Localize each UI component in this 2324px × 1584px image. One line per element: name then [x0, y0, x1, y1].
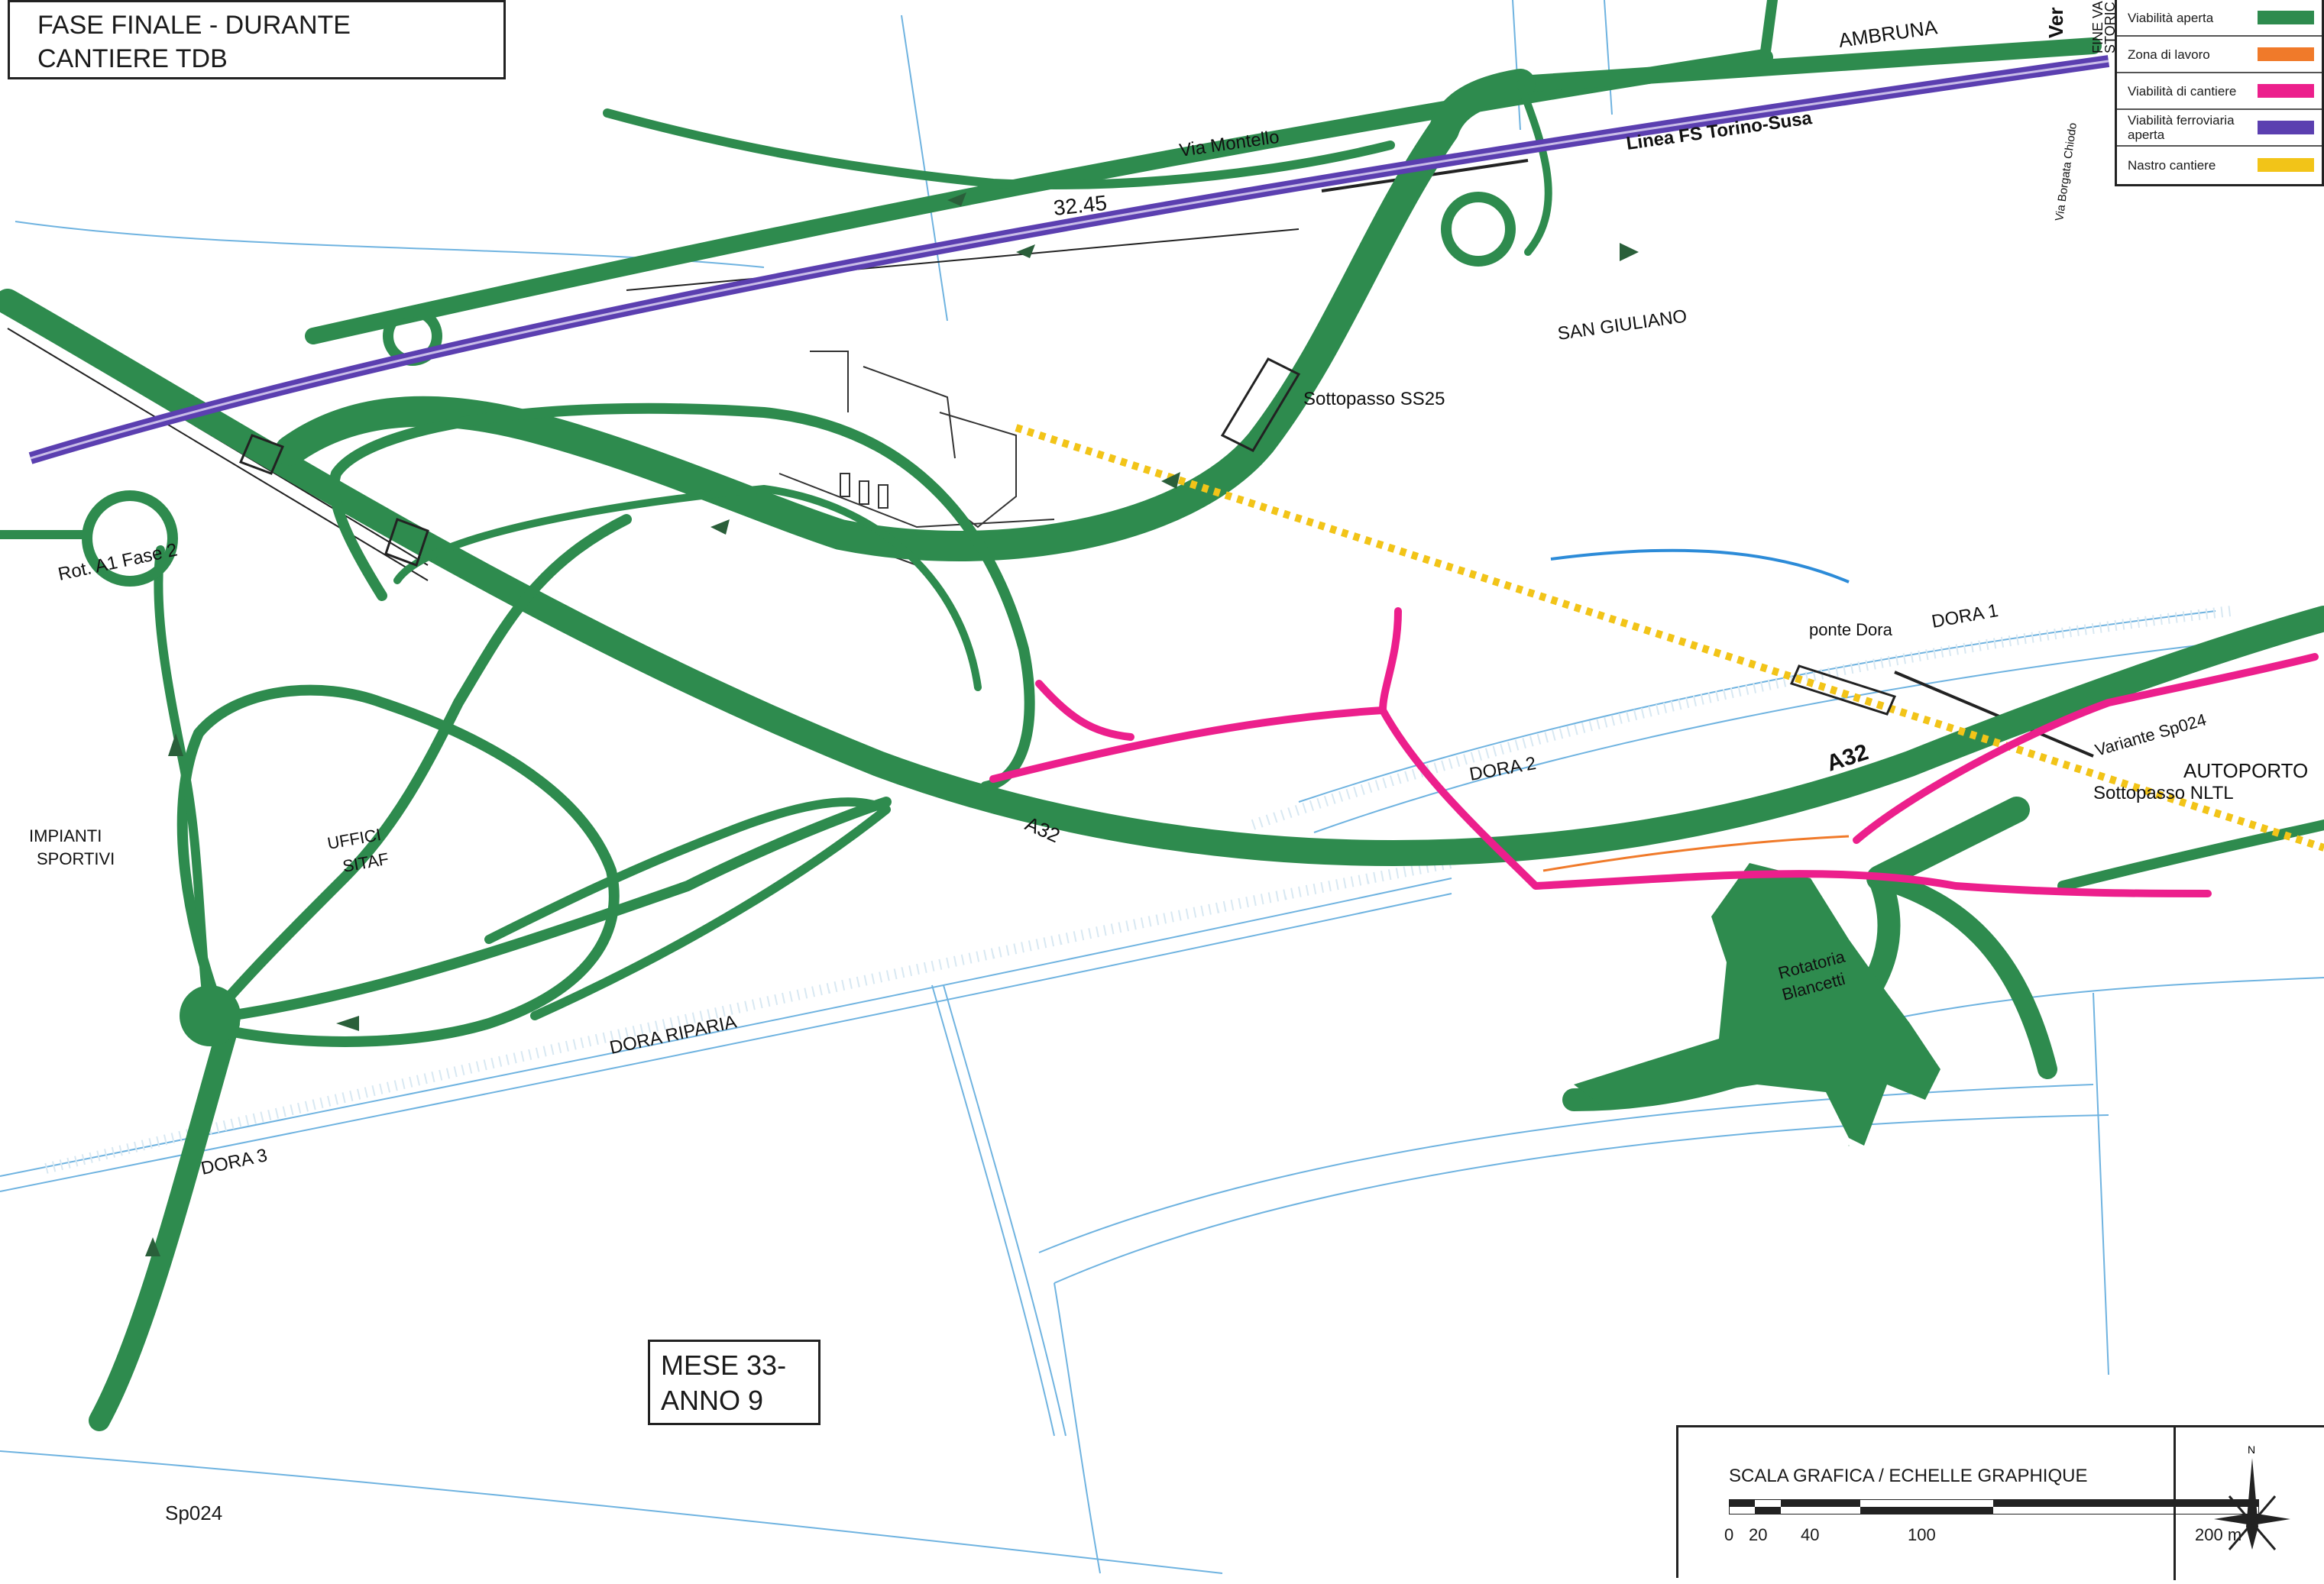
scale-title: SCALA GRAFICA / ECHELLE GRAPHIQUE: [1729, 1466, 2088, 1486]
label-sitaf: SITAF: [341, 849, 390, 876]
rotatoria-blancetti-shape: [180, 863, 1940, 1146]
sheet-code: Sp024: [165, 1502, 223, 1524]
label-ponte-dora: ponte Dora: [1809, 620, 1893, 639]
label-storic: STORIC: [2102, 2, 2118, 53]
scale-tick-0: 0: [1724, 1525, 1734, 1544]
sottopasso-ss25-box: [1220, 357, 1301, 452]
label-ver: Ver: [2044, 8, 2067, 39]
north-label: N: [2248, 1443, 2255, 1456]
roundabout-a1: [82, 490, 178, 587]
legend-label: Viabilità di cantiere: [2128, 83, 2237, 99]
scale-tick-100: 100: [1908, 1525, 1936, 1544]
worksite-conveyor: [1015, 424, 2324, 852]
scale-tick-40: 40: [1801, 1525, 1820, 1544]
legend-swatch: [2258, 47, 2314, 61]
label-dora-2: DORA 2: [1468, 753, 1537, 785]
bridge-ponte-dora: [1789, 664, 1897, 716]
legend-item: Nastro cantiere: [2117, 147, 2322, 183]
scale-tick-200: 200 m: [2195, 1525, 2242, 1544]
legend-swatch: [2258, 11, 2314, 24]
legend-label: Zona di lavoro: [2128, 47, 2210, 62]
label-variante: Variante Sp024: [2093, 710, 2208, 759]
legend-swatch: [2258, 84, 2314, 98]
title-line-2: CANTIERE TDB: [37, 44, 228, 73]
legend-label: Nastro cantiere: [2128, 157, 2216, 173]
direction-arrows: [145, 192, 1639, 1256]
label-dora-1: DORA 1: [1930, 600, 1999, 632]
auxiliary-lines: [7, 159, 2094, 758]
structure-boxes: [239, 357, 1897, 716]
railway-line: [28, 55, 2110, 464]
legend-item: Viabilità di cantiere: [2117, 73, 2322, 110]
phase-box: MESE 33- ANNO 9: [648, 1340, 821, 1425]
compass-rose-icon: N: [2214, 1443, 2290, 1550]
scale-bar: [1729, 1499, 2259, 1514]
label-san-giuliano: SAN GIULIANO: [1556, 305, 1688, 344]
label-impianti: IMPIANTI: [29, 826, 102, 845]
label-sportivi: SPORTIVI: [37, 849, 115, 868]
construction-roads: [989, 607, 2319, 897]
scale-tick-20: 20: [1749, 1525, 1768, 1544]
label-fine-va: FINE VA: [2090, 1, 2106, 53]
label-sottopasso-ss25: Sottopasso SS25: [1303, 389, 1445, 409]
phase-line-2: ANNO 9: [661, 1385, 764, 1416]
river-bands: [44, 606, 2232, 1174]
legend-item: Zona di lavoro: [2117, 37, 2322, 73]
title-box: FASE FINALE - DURANTE CANTIERE TDB: [8, 0, 506, 79]
legend-swatch: [2258, 121, 2314, 134]
roundabout-montello: [1441, 192, 1516, 267]
label-dora-riparia: DORA RIPARIA: [608, 1011, 739, 1059]
label-via-borgata: Via Borgata Chiodo: [2053, 122, 2080, 222]
legend-item: Viabilità aperta: [2117, 0, 2322, 37]
drainage-canal: [1550, 548, 1850, 583]
work-zone: [1542, 835, 1850, 872]
label-autoporto: AUTOPORTO: [2183, 759, 2308, 782]
title-line-1: FASE FINALE - DURANTE: [37, 11, 351, 40]
label-km: 32.45: [1052, 191, 1108, 220]
legend-label: Viabilità aperta: [2128, 10, 2214, 25]
scale-box: SCALA GRAFICA / ECHELLE GRAPHIQUE 0 20 4…: [1676, 1425, 2324, 1580]
legend-label: Viabilità ferroviaria aperta: [2128, 113, 2235, 142]
legend-item: Viabilità ferroviaria aperta: [2117, 110, 2322, 147]
label-sottopasso-nltl: Sottopasso NLTL: [2093, 783, 2234, 803]
phase-line-1: MESE 33-: [661, 1350, 787, 1381]
label-ambruna: AMBRUNA: [1837, 15, 1940, 52]
legend-swatch: [2258, 158, 2314, 172]
north-arrow: N: [2173, 1427, 2324, 1580]
label-via-montello: Via Montello: [1178, 127, 1280, 161]
